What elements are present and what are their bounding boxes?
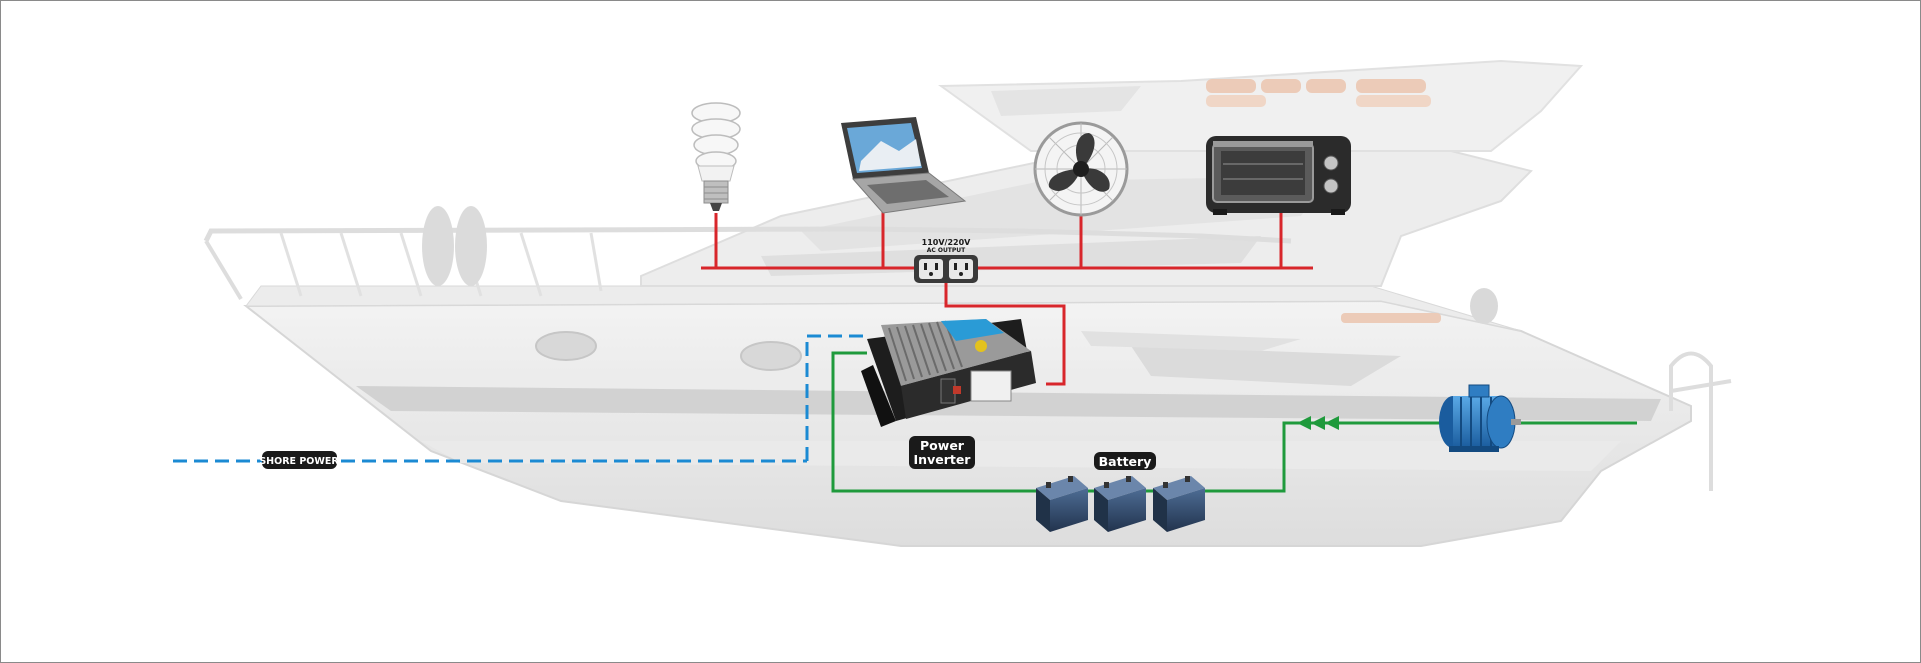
battery-icon	[1036, 476, 1088, 532]
power-inverter-label: Power Inverter	[909, 436, 975, 469]
ac-output-voltage-label: 110V/220V	[922, 238, 972, 247]
battery-label: Battery	[1094, 452, 1156, 470]
power-inverter-text-line2: Inverter	[914, 452, 972, 467]
toaster-oven-icon	[1206, 136, 1351, 215]
battery-text: Battery	[1099, 454, 1152, 469]
yacht-illustration	[203, 59, 1732, 547]
ac-wiring	[701, 206, 1313, 386]
battery-icon	[1094, 476, 1146, 532]
ac-output-outlet: 110V/220V AC OUTPUT	[914, 238, 978, 283]
battery-bank	[1036, 476, 1205, 532]
laptop-icon	[841, 117, 967, 214]
battery-icon	[1153, 476, 1205, 532]
dc-wiring	[831, 351, 1637, 493]
power-inverter-icon	[861, 319, 1036, 427]
shore-power-text: SHORE POWER	[259, 456, 339, 467]
fan-icon	[1033, 121, 1129, 217]
power-inverter-text-line1: Power	[920, 438, 965, 453]
motor-icon	[1439, 384, 1521, 452]
shore-power-label: SHORE POWER	[259, 451, 339, 469]
cfl-bulb-icon	[691, 102, 741, 211]
charge-direction-arrows	[1297, 416, 1339, 430]
ac-output-label: AC OUTPUT	[927, 247, 966, 254]
